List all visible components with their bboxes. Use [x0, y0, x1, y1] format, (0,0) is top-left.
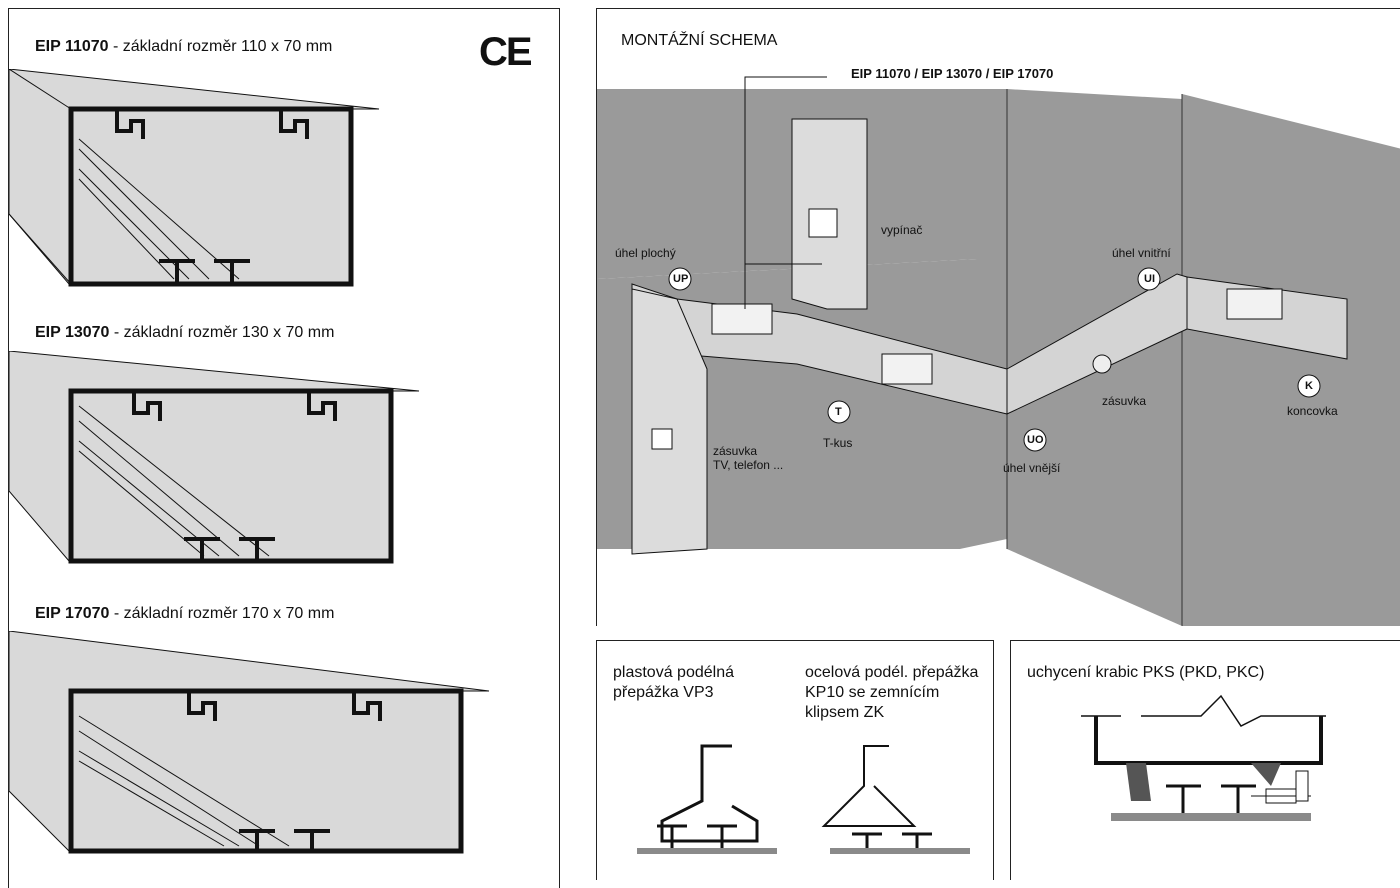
profile-drawing-2 [9, 351, 420, 564]
profile-title-2: EIP 13070 - základní rozměr 130 x 70 mm [35, 323, 334, 342]
schema-title: MONTÁŽNÍ SCHEMA [621, 32, 778, 49]
schema-models: EIP 11070 / EIP 13070 / EIP 17070 [851, 66, 1054, 81]
profile-code: EIP 17070 [35, 605, 110, 622]
callout-t: T [835, 406, 842, 418]
callout-uo: UO [1027, 434, 1044, 446]
schema-drawing [597, 76, 1400, 626]
mounting-drawing [1081, 694, 1326, 821]
profile-title-3: EIP 17070 - základní rozměr 170 x 70 mm [35, 604, 334, 623]
mounting-title: uchycení krabic PKS (PKD, PKC) [1027, 664, 1265, 681]
profile-code: EIP 13070 [35, 324, 110, 341]
label-switch: vypínač [881, 223, 923, 237]
profile-desc: - základní rozměr 110 x 70 mm [108, 38, 333, 55]
label-flat-angle: úhel plochý [615, 246, 676, 260]
label-outer-angle: úhel vnější [1003, 461, 1061, 475]
ce-mark: CE [479, 30, 533, 74]
profile-title-1: EIP 11070 - základní rozměr 110 x 70 mm [35, 37, 332, 56]
label-socket-tv-2: TV, telefon ... [713, 458, 784, 472]
label-t-piece: T-kus [823, 436, 853, 450]
label-inner-angle: úhel vnitřní [1112, 246, 1171, 260]
divider-plastic-line-1: plastová podélná [613, 664, 734, 681]
dividers-panel: plastová podélná přepážka VP3 ocelová po… [596, 640, 994, 880]
profile-desc: - základní rozměr 170 x 70 mm [109, 605, 335, 622]
schema-panel: MONTÁŽNÍ SCHEMA EIP 11070 / EIP 13070 / … [596, 8, 1400, 626]
callout-up: UP [673, 273, 689, 285]
profile-drawing-3 [9, 631, 490, 854]
profile-drawing-1 [9, 69, 380, 287]
divider-steel-line-1: ocelová podél. přepážka [805, 664, 979, 681]
divider-steel-line-3: klipsem ZK [805, 704, 885, 721]
divider-steel-line-2: KP10 se zemnícím [805, 684, 940, 701]
divider-plastic-line-2: přepážka VP3 [613, 684, 714, 701]
profile-desc: - základní rozměr 130 x 70 mm [109, 324, 335, 341]
label-end-cap: koncovka [1287, 404, 1338, 418]
mounting-panel: uchycení krabic PKS (PKD, PKC) [1010, 640, 1400, 880]
divider-drawing [637, 744, 970, 854]
label-socket-tv-1: zásuvka [713, 444, 758, 458]
profile-code: EIP 11070 [35, 38, 109, 55]
label-socket: zásuvka [1102, 394, 1147, 408]
profiles-panel: EIP 11070 - základní rozměr 110 x 70 mm … [8, 8, 560, 888]
callout-k: K [1305, 380, 1313, 392]
callout-ui: UI [1144, 273, 1155, 285]
